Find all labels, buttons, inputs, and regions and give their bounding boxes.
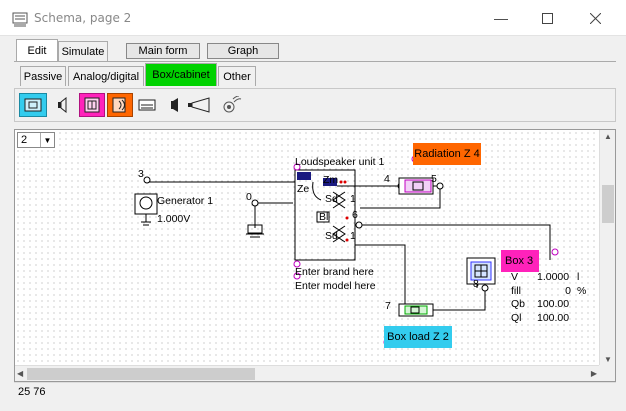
chevron-down-icon: ▼ xyxy=(40,133,54,147)
close-button[interactable] xyxy=(572,0,618,36)
subtab-other[interactable]: Other xyxy=(218,66,256,86)
schematic-canvas[interactable]: 2 ▼ xyxy=(14,129,616,382)
maximize-icon xyxy=(541,12,553,24)
box-load-label[interactable]: Box load Z 2 xyxy=(384,326,452,348)
node-7-label: 7 xyxy=(385,300,391,312)
small-speaker-icon xyxy=(171,98,178,112)
generator-node-label: 3 xyxy=(138,168,144,180)
radiation-symbol xyxy=(398,177,434,195)
sd1-label-top: 1 xyxy=(350,193,356,205)
ground-node-label: 0 xyxy=(246,191,252,203)
node-4-label: 4 xyxy=(384,173,390,185)
sd-label-top: Sd xyxy=(325,193,338,205)
vented-box-icon xyxy=(84,97,100,113)
cursor-coords: 25 76 xyxy=(18,386,46,398)
scroll-up-icon[interactable]: ▲ xyxy=(604,132,612,141)
main-form-button[interactable]: Main form xyxy=(126,43,200,59)
minimize-icon: — xyxy=(494,10,508,26)
vertical-scrollbar[interactable]: ▲ ▼ xyxy=(599,130,615,366)
box-label[interactable]: Box 3 xyxy=(501,250,539,272)
radiation-icon xyxy=(112,97,126,113)
transmission-line-icon xyxy=(138,99,156,111)
ground-symbol xyxy=(246,224,264,238)
vertical-scroll-thumb[interactable] xyxy=(602,185,614,223)
speaker-brand[interactable]: Enter brand here xyxy=(295,266,374,278)
canvas-grid xyxy=(15,130,600,366)
close-icon xyxy=(589,12,601,24)
box-param-row: Qb 100.00 xyxy=(511,298,570,310)
window-title: Schema, page 2 xyxy=(34,11,132,25)
generator-symbol xyxy=(134,193,158,226)
tab-edit[interactable]: Edit xyxy=(16,39,58,61)
minimize-button[interactable]: — xyxy=(478,0,524,36)
sd-label-bottom: Sd xyxy=(325,230,338,242)
horizontal-scrollbar[interactable]: ◀ ▶ xyxy=(15,365,600,381)
node-8-label: 8 xyxy=(473,278,479,290)
tool-small-speaker[interactable] xyxy=(161,93,185,117)
status-bar: 25 76 xyxy=(14,382,616,400)
tool-transmission-line[interactable] xyxy=(135,93,159,117)
scroll-right-icon[interactable]: ▶ xyxy=(590,369,597,378)
node-6-label: 6 xyxy=(352,209,358,221)
horizontal-scroll-thumb[interactable] xyxy=(27,368,255,380)
box-param-row: V 1.0000 l xyxy=(511,271,580,283)
box-param-row: fill 0 % xyxy=(511,284,587,297)
tool-microphone[interactable] xyxy=(219,93,245,117)
page-select[interactable]: 2 ▼ xyxy=(17,132,55,148)
component-toolbar xyxy=(14,88,616,122)
subtab-box-cabinet[interactable]: Box/cabinet xyxy=(145,63,217,86)
tool-horn[interactable] xyxy=(185,93,213,117)
maximize-button[interactable] xyxy=(524,0,570,36)
generator-value: 1.000V xyxy=(157,213,191,225)
bl-label: Bl xyxy=(319,211,329,223)
microphone-icon xyxy=(223,96,242,113)
scroll-down-icon[interactable]: ▼ xyxy=(604,355,612,364)
scroll-corner xyxy=(599,365,615,381)
tool-radiation[interactable] xyxy=(107,93,133,117)
closed-box-icon xyxy=(24,98,42,112)
loudspeaker-title: Loudspeaker unit 1 xyxy=(295,156,385,168)
generator-name: Generator 1 xyxy=(157,195,214,207)
tool-closed-box[interactable] xyxy=(19,93,47,117)
zm-label: Zm xyxy=(323,174,339,186)
tool-vented-box[interactable] xyxy=(79,93,105,117)
speaker-icon xyxy=(58,97,67,113)
tab-simulate[interactable]: Simulate xyxy=(58,41,108,61)
schematic-wires xyxy=(134,155,559,346)
tool-speaker[interactable] xyxy=(51,93,75,117)
tab-divider xyxy=(14,61,616,62)
box-load-symbol xyxy=(398,303,434,317)
ze-label: Ze xyxy=(297,183,310,195)
box-params: V 1.0000 l fill 0 % Qb 100.00 Ql 100.00 xyxy=(511,271,586,325)
app-icon xyxy=(12,12,28,27)
speaker-model[interactable]: Enter model here xyxy=(295,280,376,292)
subtab-passive[interactable]: Passive xyxy=(20,66,66,86)
title-bar: Schema, page 2 — xyxy=(0,0,626,36)
radiation-label[interactable]: Radiation Z 4 xyxy=(413,143,481,165)
box-param-row: Ql 100.00 xyxy=(511,311,570,324)
sd1-label-bottom: 1 xyxy=(350,230,356,242)
scroll-left-icon[interactable]: ◀ xyxy=(17,369,24,378)
graph-button[interactable]: Graph xyxy=(207,43,279,59)
horn-icon xyxy=(188,97,210,113)
subtab-analog-digital[interactable]: Analog/digital xyxy=(68,66,144,86)
box-symbol xyxy=(466,257,496,285)
node-5-label: 5 xyxy=(431,173,437,185)
